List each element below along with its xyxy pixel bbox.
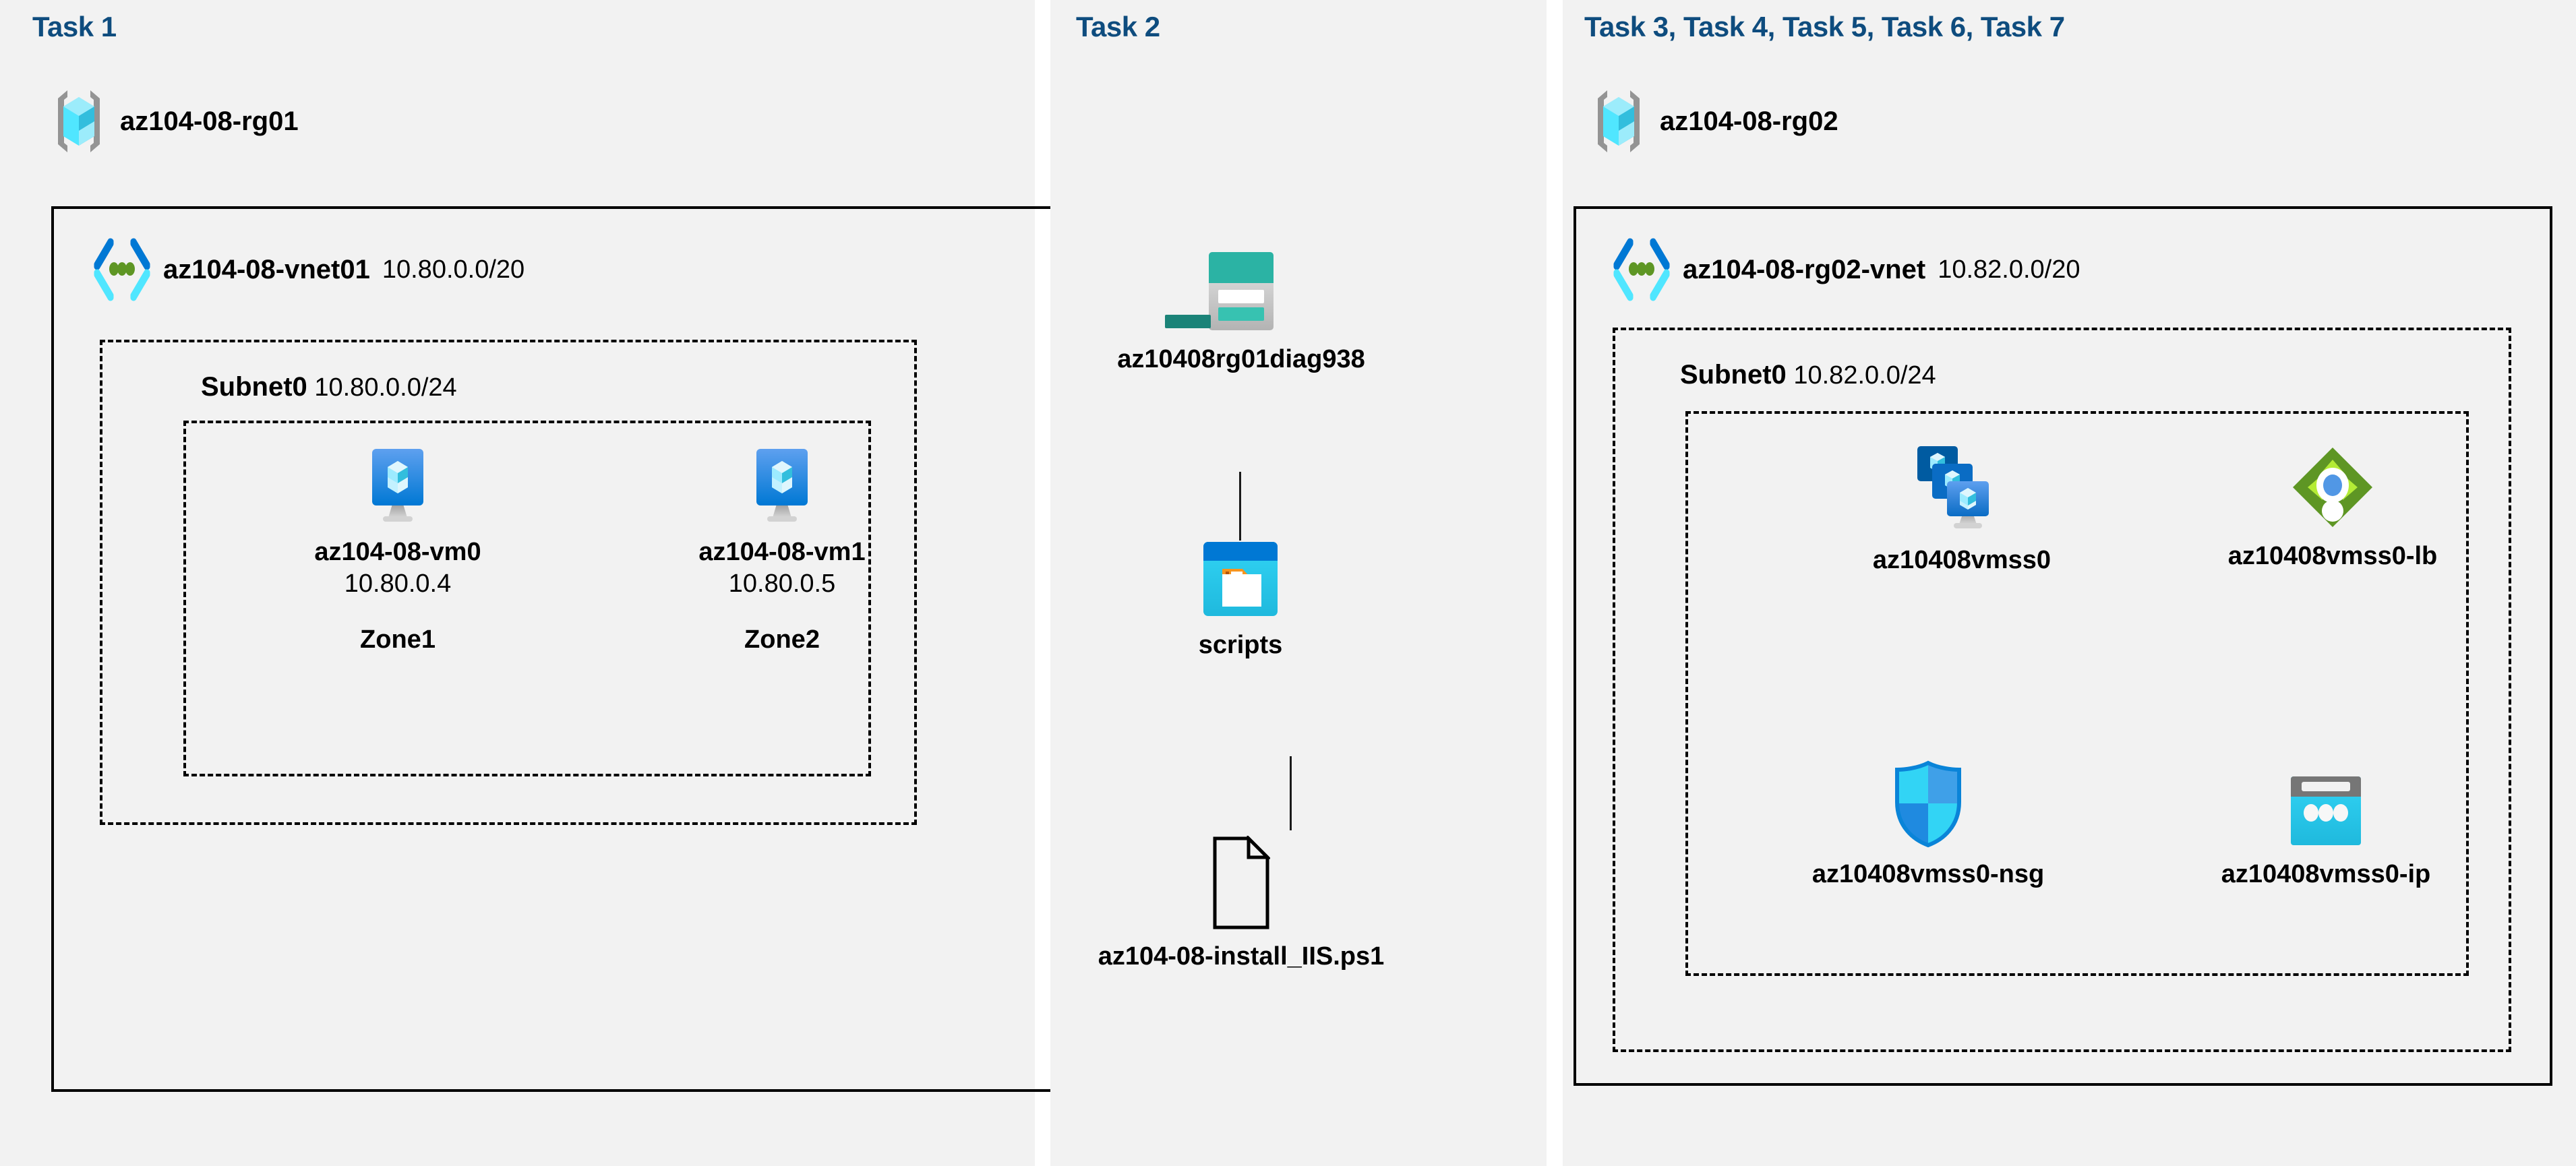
storage-account-name: az10408rg01diag938	[1117, 345, 1365, 373]
vm-az104-08-vm1[interactable]: az104-08-vm1 10.80.0.5 Zone2	[674, 445, 890, 654]
task2-panel	[1050, 0, 1547, 1166]
storage-account-az10408rg01diag938[interactable]: az10408rg01diag938	[1117, 249, 1365, 374]
resource-group-label: az104-08-rg02	[1660, 106, 1838, 136]
script-file-icon	[1212, 836, 1270, 930]
vm-az104-08-vm0[interactable]: az104-08-vm0 10.80.0.4 Zone1	[290, 445, 506, 654]
subnet0-left-box	[100, 340, 917, 825]
subnet0-right-box	[1613, 328, 2511, 1052]
network-security-group-az10408vmss0-nsg[interactable]: az10408vmss0-nsg	[1760, 760, 2097, 889]
vmss-resources-box	[1685, 411, 2469, 976]
storage-account-icon	[1201, 249, 1282, 333]
resource-group-icon	[53, 89, 105, 154]
resource-group-az104-08-rg02[interactable]: az104-08-rg02	[1592, 89, 1838, 154]
public-ip-address-az10408vmss0-ip[interactable]: az10408vmss0-ip	[2178, 774, 2474, 889]
subnet-cidr: 10.80.0.0/24	[314, 373, 457, 402]
connector-storage-to-container	[1239, 472, 1241, 541]
nsg-name: az10408vmss0-nsg	[1811, 860, 2045, 888]
vnet-cidr: 10.80.0.0/20	[382, 255, 525, 284]
blob-container-scripts[interactable]: scripts	[1146, 539, 1335, 660]
public-ip-name: az10408vmss0-ip	[2221, 860, 2431, 888]
load-balancer-icon	[2290, 445, 2375, 530]
blob-container-icon	[1201, 539, 1280, 619]
script-file-az104-08-install-iis-ps1[interactable]: az104-08-install_IIS.ps1	[1083, 836, 1400, 971]
vm-name: az104-08-vm0	[314, 538, 481, 566]
task1-heading: Task 1	[32, 11, 117, 42]
subnet0-left-label: Subnet0 10.80.0.0/24	[201, 372, 457, 402]
subnet0-right-label: Subnet0 10.82.0.0/24	[1680, 360, 1936, 390]
vm-ip: 10.80.0.5	[728, 570, 836, 598]
task1-panel	[0, 0, 1035, 1166]
storage-account-icon-rows	[1165, 315, 1211, 328]
resource-group-icon	[1592, 89, 1645, 154]
virtual-network-icon	[1613, 237, 1671, 302]
vm-name: az104-08-vm1	[698, 538, 866, 566]
task357-heading: Task 3, Task 4, Task 5, Task 6, Task 7	[1584, 11, 2065, 42]
vm-scale-set-icon	[1915, 445, 2009, 534]
virtual-network-icon	[93, 237, 151, 302]
public-ip-address-icon	[2287, 774, 2365, 848]
virtual-machine-icon	[747, 445, 817, 526]
virtual-machine-icon	[363, 445, 433, 526]
vnet-az104-08-rg02-vnet-header[interactable]: az104-08-rg02-vnet 10.82.0.0/20	[1613, 237, 2080, 302]
subnet-name: Subnet0	[201, 372, 307, 402]
network-security-group-icon	[1890, 760, 1966, 848]
task357-panel	[1563, 0, 2576, 1166]
vnet-cidr: 10.82.0.0/20	[1938, 255, 2080, 284]
container-name: scripts	[1198, 631, 1283, 659]
vnet-name: az104-08-vnet01	[163, 254, 370, 284]
vm-scale-set-az10408vmss0[interactable]: az10408vmss0	[1820, 445, 2103, 575]
subnet-cidr: 10.82.0.0/24	[1793, 361, 1936, 390]
vmss-name: az10408vmss0	[1872, 546, 2051, 574]
vnet-az104-08-rg02-vnet-box	[1574, 206, 2552, 1086]
vnet-name: az104-08-rg02-vnet	[1683, 254, 1926, 284]
task2-heading: Task 2	[1076, 11, 1160, 42]
vnet-az104-08-vnet01-header[interactable]: az104-08-vnet01 10.80.0.0/20	[93, 237, 525, 302]
vm-zone: Zone1	[360, 625, 436, 654]
resource-group-label: az104-08-rg01	[120, 106, 299, 136]
vm-ip: 10.80.0.4	[344, 570, 452, 598]
subnet-name: Subnet0	[1680, 360, 1787, 390]
resource-group-az104-08-rg01[interactable]: az104-08-rg01	[53, 89, 299, 154]
load-balancer-name: az10408vmss0-lb	[2227, 542, 2438, 570]
connector-container-to-file	[1290, 756, 1292, 830]
load-balancer-az10408vmss0-lb[interactable]: az10408vmss0-lb	[2191, 445, 2474, 571]
availability-zone-box	[183, 421, 871, 776]
file-name: az104-08-install_IIS.ps1	[1098, 942, 1385, 971]
vm-zone: Zone2	[744, 625, 820, 654]
